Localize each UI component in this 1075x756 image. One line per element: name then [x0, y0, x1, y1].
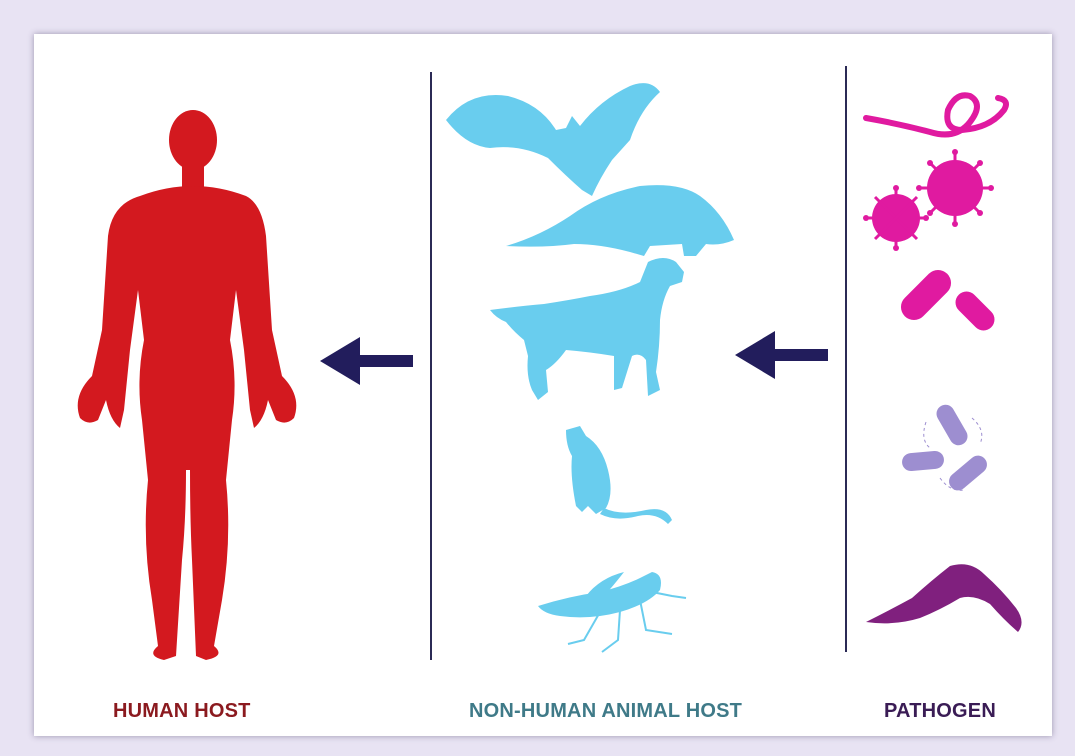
bacteria-icon — [896, 265, 999, 335]
protozoan-icon — [866, 564, 1022, 632]
filovirus-icon — [866, 95, 1006, 134]
human-silhouette-icon — [78, 110, 297, 660]
bat-icon — [446, 83, 660, 196]
coronavirus-icon — [863, 149, 994, 251]
spore-bacteria-icon — [901, 401, 990, 494]
arrow-left-icon — [735, 331, 828, 379]
mouse-icon — [566, 426, 672, 524]
pangolin-icon — [506, 185, 734, 256]
dog-icon — [490, 258, 684, 400]
fly-icon — [538, 572, 686, 652]
pathogen-label: PATHOGEN — [884, 700, 996, 723]
human-host-label: HUMAN HOST — [113, 700, 251, 723]
animal-host-label: NON-HUMAN ANIMAL HOST — [469, 700, 742, 723]
arrow-left-icon — [320, 337, 413, 385]
